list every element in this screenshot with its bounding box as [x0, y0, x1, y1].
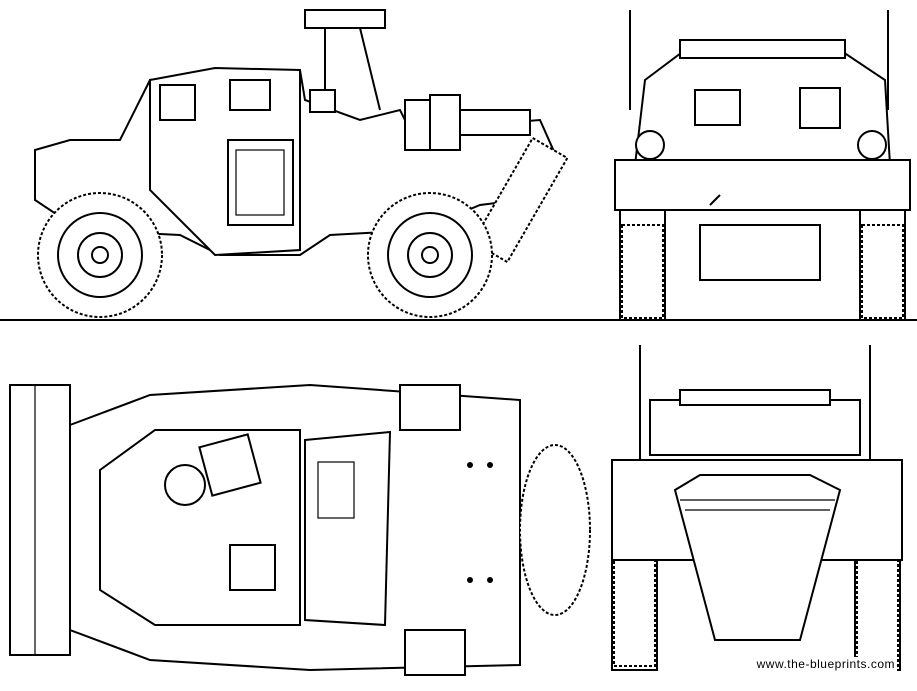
- headlamp: [857, 130, 887, 160]
- hatch: [229, 79, 271, 111]
- side-door: [227, 139, 294, 226]
- watermark: www.the-blueprints.com: [754, 657, 897, 671]
- vision-port: [159, 84, 196, 121]
- front-view: [600, 10, 917, 321]
- hatch-open: [304, 430, 392, 627]
- front-bumper: [9, 384, 71, 656]
- front-plate: [614, 159, 911, 211]
- turret-front: [633, 49, 892, 166]
- crew-compartment: [99, 429, 301, 626]
- headlamp: [635, 130, 665, 160]
- turret-rear: [649, 399, 861, 456]
- rear-view: [611, 345, 903, 671]
- seat: [229, 544, 276, 591]
- engine-deck: [673, 474, 842, 641]
- steering-wheel: [164, 464, 206, 506]
- top-view: [9, 383, 591, 676]
- side-view: [0, 9, 600, 321]
- roof-hatch: [304, 9, 386, 29]
- spare-wheel: [519, 444, 591, 616]
